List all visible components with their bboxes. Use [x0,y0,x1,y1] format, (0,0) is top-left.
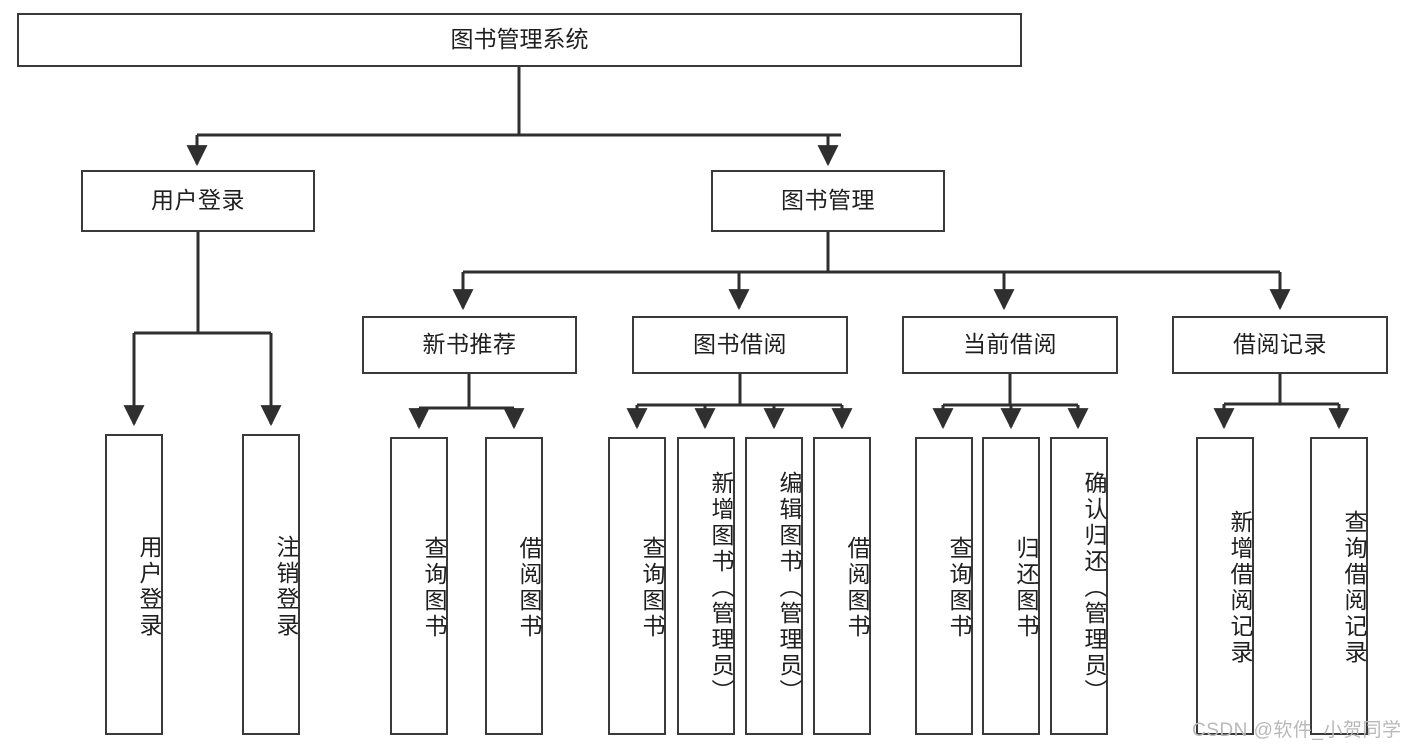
leaf-borrow-book-1[interactable]: 借阅图书 [485,437,543,735]
node-root[interactable]: 图书管理系统 [17,13,1022,67]
leaf-query-book-3[interactable]: 查询图书 [915,437,973,735]
node-borrow-record-label: 借阅记录 [1233,331,1327,358]
csdn-watermark: CSDN @软件_小贺同学 [1192,720,1402,741]
leaf-confirm-return-admin-label: 确认归还（管理员） [1081,471,1107,705]
leaf-borrow-book-2[interactable]: 借阅图书 [813,437,871,735]
leaf-edit-book-admin-label: 编辑图书（管理员） [776,471,802,705]
leaf-edit-book-admin[interactable]: 编辑图书（管理员） [745,437,803,735]
leaf-query-book-3-label: 查询图书 [946,536,972,640]
leaf-borrow-book-1-label: 借阅图书 [516,536,542,640]
leaf-borrow-book-2-label: 借阅图书 [844,536,870,640]
node-new-book-recommend-label: 新书推荐 [422,331,517,358]
node-book-borrow[interactable]: 图书借阅 [632,316,848,374]
node-user-login-label: 用户登录 [151,187,245,214]
leaf-add-book-admin[interactable]: 新增图书（管理员） [677,437,735,735]
leaf-confirm-return-admin[interactable]: 确认归还（管理员） [1050,437,1108,735]
node-borrow-record[interactable]: 借阅记录 [1172,316,1388,374]
node-book-management-label: 图书管理 [781,187,875,214]
leaf-return-book-label: 归还图书 [1013,536,1039,640]
node-user-login[interactable]: 用户登录 [81,170,315,232]
leaf-query-book-1-label: 查询图书 [421,536,447,640]
leaf-logout-login-label: 注销登录 [273,534,299,639]
leaf-query-book-2[interactable]: 查询图书 [608,437,666,735]
leaf-user-login-label: 用户登录 [136,534,162,639]
leaf-add-borrow-record[interactable]: 新增借阅记录 [1196,437,1254,735]
node-book-management[interactable]: 图书管理 [711,170,945,232]
leaf-add-borrow-record-label: 新增借阅记录 [1227,510,1253,666]
leaf-return-book[interactable]: 归还图书 [982,437,1040,735]
node-new-book-recommend[interactable]: 新书推荐 [362,316,577,374]
leaf-query-book-1[interactable]: 查询图书 [390,437,448,735]
node-current-borrow-label: 当前借阅 [963,331,1057,358]
node-root-label: 图书管理系统 [450,26,589,53]
leaf-query-borrow-record-label: 查询借阅记录 [1341,510,1367,666]
leaf-query-book-2-label: 查询图书 [639,536,665,640]
leaf-user-login[interactable]: 用户登录 [105,434,163,735]
leaf-add-book-admin-label: 新增图书（管理员） [708,471,734,705]
node-book-borrow-label: 图书借阅 [693,331,787,358]
leaf-query-borrow-record[interactable]: 查询借阅记录 [1310,437,1368,735]
leaf-logout-login[interactable]: 注销登录 [242,434,300,735]
node-current-borrow[interactable]: 当前借阅 [902,316,1118,374]
